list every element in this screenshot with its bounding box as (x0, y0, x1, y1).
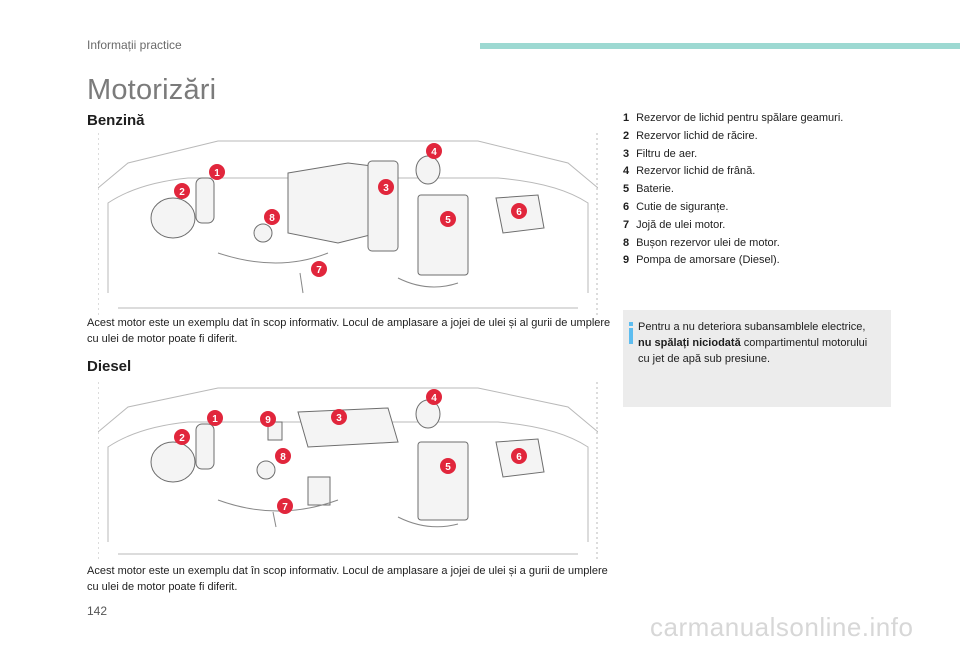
svg-text:8: 8 (280, 452, 286, 463)
legend-number: 3 (623, 147, 630, 160)
legend-text: Rezervor de lichid pentru spălare geamur… (636, 112, 844, 124)
legend-number: 9 (623, 254, 630, 267)
watermark: carmanualsonline.info (650, 612, 914, 642)
svg-text:2: 2 (179, 433, 185, 444)
warning-text-end: compartimentul motorului cu jet de apă s… (638, 337, 868, 365)
benzina-caption: Acest motor este un exemplu dat în scop … (87, 317, 611, 345)
svg-text:9: 9 (265, 415, 271, 426)
legend-text: Baterie. (636, 183, 674, 196)
header-accent-bar (480, 43, 960, 49)
page-number: 142 (87, 604, 108, 618)
section-header-label: Informații practice (87, 38, 182, 52)
svg-text:3: 3 (383, 183, 389, 194)
diesel-caption: Acest motor este un exemplu dat în scop … (87, 565, 608, 593)
legend-text: Filtru de aer. (636, 147, 698, 160)
legend-item: 9 Pompa de amorsare (Diesel). (623, 252, 843, 270)
legend-item: 2 Rezervor lichid de răcire. (623, 128, 843, 146)
legend-text: Pompa de amorsare (Diesel). (636, 254, 780, 267)
svg-text:4: 4 (431, 393, 437, 404)
legend-text: Bușon rezervor ulei de motor. (636, 236, 780, 249)
legend-number: 4 (623, 165, 630, 178)
legend-text: Jojă de ulei motor. (636, 218, 726, 231)
warning-text-emphasis: nu spălați niciodată (638, 337, 741, 349)
legend-item: 7 Jojă de ulei motor. (623, 217, 843, 235)
svg-text:4: 4 (431, 147, 437, 158)
warning-note: Pentru a nu deteriora subansamblele elec… (623, 310, 891, 407)
legend-number: 6 (623, 200, 630, 213)
legend-item: 3 Filtru de aer. (623, 146, 843, 164)
legend-text: Rezervor lichid de frână. (636, 165, 756, 178)
legend-number: 2 (623, 129, 630, 142)
svg-text:5: 5 (445, 215, 451, 226)
svg-text:1: 1 (212, 414, 218, 425)
svg-text:7: 7 (316, 265, 322, 276)
page-title: Motorizări (87, 74, 217, 106)
benzina-engine-illustration: 1 2 3 4 5 6 7 8 (98, 133, 598, 315)
legend-item: 6 Cutie de siguranțe. (623, 199, 843, 217)
diesel-engine-illustration: 1 2 3 4 5 6 7 8 9 (98, 382, 598, 560)
svg-text:2: 2 (179, 187, 185, 198)
benzina-heading: Benzină (87, 112, 145, 129)
svg-text:7: 7 (282, 502, 288, 513)
legend-number: 1 (623, 112, 630, 124)
legend-item: 4 Rezervor lichid de frână. (623, 163, 843, 181)
legend-item: 5 Baterie. (623, 181, 843, 199)
legend-number: 8 (623, 236, 630, 249)
legend-number: 5 (623, 183, 630, 196)
legend-item: 8 Bușon rezervor ulei de motor. (623, 235, 843, 253)
svg-text:1: 1 (214, 168, 220, 179)
svg-text:6: 6 (516, 452, 522, 463)
legend-text: Rezervor lichid de răcire. (636, 129, 758, 142)
legend-number: 7 (623, 218, 630, 231)
warning-text-start: Pentru a nu deteriora subansamblele elec… (638, 321, 866, 333)
svg-text:3: 3 (336, 413, 342, 424)
svg-text:8: 8 (269, 213, 275, 224)
legend-item: 1 Rezervor de lichid pentru spălare geam… (623, 110, 843, 128)
legend-text: Cutie de siguranțe. (636, 200, 729, 213)
warning-text: Pentru a nu deteriora subansamblele elec… (638, 319, 878, 367)
svg-text:5: 5 (445, 462, 451, 473)
component-legend: 1 Rezervor de lichid pentru spălare geam… (623, 110, 843, 270)
svg-text:6: 6 (516, 207, 522, 218)
info-icon (629, 322, 633, 344)
diesel-heading: Diesel (87, 358, 132, 375)
